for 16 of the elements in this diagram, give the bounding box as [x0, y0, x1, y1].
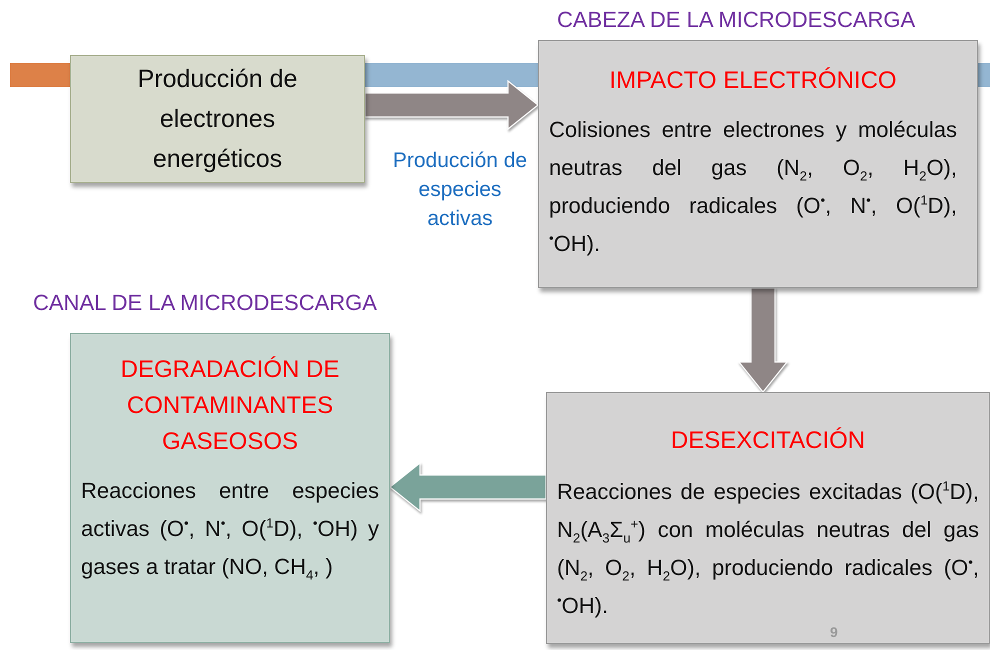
process-box [70, 55, 365, 183]
block-arrow [738, 287, 788, 393]
page-number: 9 [830, 624, 838, 640]
box-title: IMPACTO ELECTRÓNICO [608, 66, 898, 96]
edge-label: Producción de especies activas [392, 148, 528, 232]
box-description: Reacciones entre especies activas (O$^{•}$, N$^{•}$, O($^{1}$D), $^{•}$OH) y gases a tratar (NO, CH$_{4}$, ) [81, 477, 379, 584]
section-heading: CABEZA DE LA MICRODESCARGA [557, 7, 916, 33]
section-heading: CANAL DE LA MICRODESCARGA [33, 290, 377, 316]
box-title: DEGRADACIÓN DE CONTAMINANTES GASEOSOS [120, 355, 340, 457]
block-arrow [364, 80, 539, 130]
box-text: Producción de electrones energéticos [136, 64, 298, 175]
box-title: DESEXCITACIÓN [670, 426, 866, 456]
box-description: Reacciones de especies excitadas (O($^{1}$D), N$_{2}$(A$_{3}$Σ$_{u}$$^{+}$) con moléculas neutras del gas (N$_{2}$, O$_{2}$, H$_{2}$O), produciendo radicales (O$^{•}$, $^{•}$OH). [557, 478, 979, 620]
block-arrow [389, 462, 547, 512]
box-description: Colisiones entre electrones y moléculas neutras del gas (N$_{2}$, O$_{2}$, H$_{2}$O), produciendo radicales (O$^{•}$, N$^{•}$, O($^{1}$D), $^{•}$OH). [549, 116, 957, 258]
process-box [546, 392, 990, 644]
